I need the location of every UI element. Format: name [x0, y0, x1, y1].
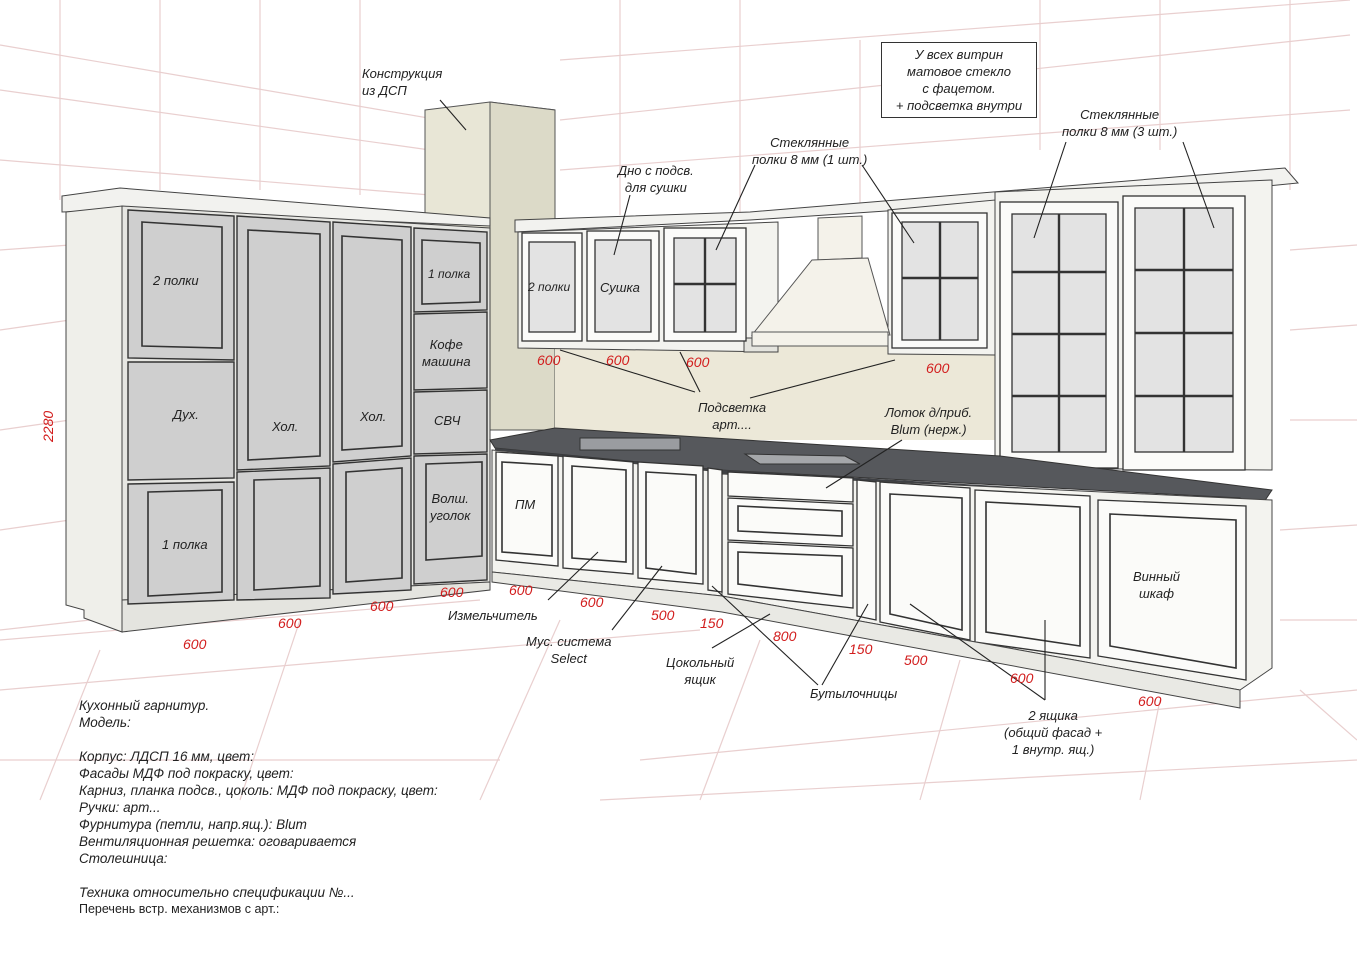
spec-line: Модель: [79, 715, 131, 730]
backsplash [555, 340, 995, 440]
dim-base-4: 150 [700, 615, 724, 631]
label-tall-shelves-2: 2 полки [153, 273, 199, 288]
leader-lines [439, 99, 1215, 701]
glazing-bars [674, 208, 1233, 452]
hood [750, 215, 891, 347]
specification-text: Кухонный гарнитур. Модель: Корпус: ЛДСП … [79, 697, 438, 918]
base-panels [501, 461, 1237, 669]
dim-height: 2280 [40, 410, 56, 442]
label-dryer: Сушка [600, 280, 640, 295]
dim-base-5: 800 [773, 628, 797, 644]
dim-tall-4: 600 [440, 584, 464, 600]
dim-base-3: 500 [651, 607, 675, 623]
label-shredder: Измельчитель [448, 608, 538, 623]
dim-tall-2: 600 [278, 615, 302, 631]
spec-line: Карниз, планка подсв., цоколь: МДФ под п… [79, 783, 438, 798]
spec-line: Корпус: ЛДСП 16 мм, цвет: [79, 749, 255, 764]
note-box: У всех витрин матовое стекло с фацетом. … [881, 42, 1037, 118]
label-two-drawers: 2 ящика(общий фасад +1 внутр. ящ.) [1004, 708, 1103, 757]
spec-line [79, 867, 438, 884]
label-magic-corner: Волш.уголок [430, 491, 471, 523]
dim-upper-2: 600 [606, 352, 630, 368]
dim-tall-3: 600 [370, 598, 394, 614]
label-bottle-racks: Бутылочницы [810, 686, 898, 701]
spec-line: Фасады МДФ под покраску, цвет: [79, 766, 294, 781]
spec-line: Кухонный гарнитур. [79, 698, 210, 713]
spec-line: Вентиляционная решетка: оговаривается [79, 834, 357, 849]
dim-base-6: 150 [849, 641, 873, 657]
label-top-shelf-1: 1 полка [428, 267, 471, 281]
dim-upper-4: 600 [926, 360, 950, 376]
base-fronts [495, 451, 1247, 681]
spec-line [79, 731, 438, 748]
spec-line: Фурнитура (петли, напр.ящ.): Blum [79, 817, 307, 832]
label-wall-shelves-2: 2 полки [528, 280, 571, 294]
label-microwave: СВЧ [434, 413, 461, 428]
label-dishwasher: ПМ [515, 497, 536, 512]
dim-base-2: 600 [580, 594, 604, 610]
spec-line: Перечень встр. механизмов с арт.: [79, 902, 280, 916]
dim-upper-1: 600 [537, 352, 561, 368]
dim-tall-1: 600 [183, 636, 207, 652]
tall-fronts [127, 209, 488, 605]
label-tall-shelf-1: 1 полка [162, 537, 208, 552]
dim-base-1: 600 [509, 582, 533, 598]
dim-base-9: 600 [1138, 693, 1162, 709]
tall-panels [141, 221, 483, 597]
label-oven: Дух. [173, 407, 199, 422]
label-tray: Лоток д/приб.Blum (нерж.) [885, 405, 973, 437]
dim-upper-3: 600 [686, 354, 710, 370]
label-fridge-1: Хол. [272, 419, 299, 434]
label-dryer-bottom: Дно с подсв.для сушки [618, 163, 694, 195]
spec-line: Столешница: [79, 851, 168, 866]
spec-line: Ручки: арт... [79, 800, 161, 815]
spec-line: Техника относительно спецификации №... [79, 885, 355, 900]
label-fridge-2: Хол. [360, 409, 387, 424]
dim-base-8: 600 [1010, 670, 1034, 686]
dim-base-7: 500 [904, 652, 928, 668]
